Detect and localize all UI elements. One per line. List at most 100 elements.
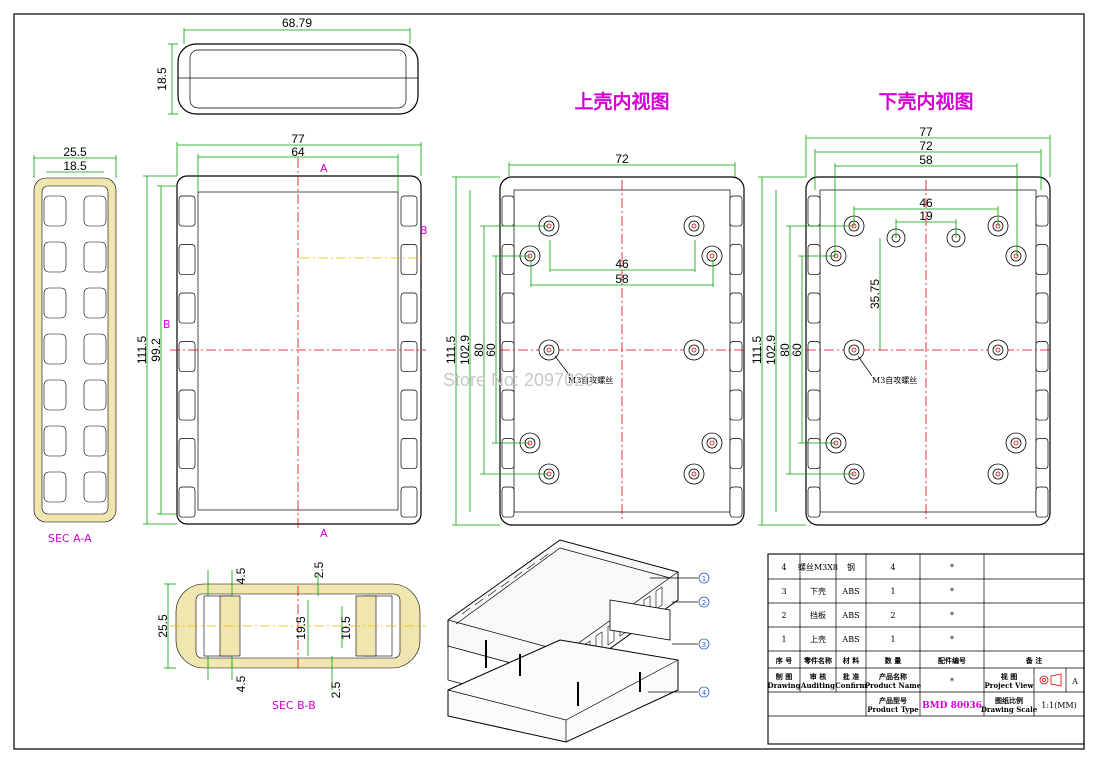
tb-view-cn: 视 图 [1001, 672, 1017, 681]
rib [501, 486, 515, 518]
lower-screw-note: M3自攻螺丝 [872, 375, 917, 385]
hdr-qty: 数 量 [885, 656, 901, 665]
upper-h1-label: 111.5 [444, 336, 458, 365]
section-boss [83, 333, 107, 365]
lower-d2-label: 19 [919, 209, 933, 223]
sec-aa-title: SEC A-A [48, 532, 92, 545]
balloon-4: 4 [698, 686, 710, 698]
lower-d3-label: 35.75 [868, 279, 882, 309]
cut-a-top: A [320, 162, 328, 175]
table-cell-qty: 4 [890, 563, 895, 572]
table-cell-qty: 2 [890, 611, 895, 620]
projection-symbol-icon [1039, 673, 1062, 687]
sec-aa-outer-label: 25.5 [63, 145, 87, 159]
tb-scale-en: Drawing Scale [981, 705, 1038, 714]
lower-h1-label: 111.5 [750, 336, 764, 365]
tb-ptype-en: Product Type [867, 705, 919, 714]
tb-pname-cn: 产品名称 [879, 672, 907, 681]
table-cell-no: 2 [781, 611, 786, 620]
rib [178, 389, 196, 421]
rib [807, 438, 821, 469]
svg-text:3: 3 [702, 641, 706, 649]
rib [501, 292, 515, 324]
upper-d1-label: 46 [615, 257, 629, 271]
cut-b-right: B [420, 224, 428, 237]
rib [178, 341, 196, 372]
lower-h4-label: 60 [790, 343, 804, 357]
rib [729, 292, 743, 324]
balloon-1: 1 [698, 572, 710, 584]
rib [501, 389, 515, 421]
rib [807, 244, 821, 275]
tb-ptype-cn: 产品型号 [879, 696, 907, 705]
tb-drawing-en: Drawing [768, 681, 801, 690]
rib [400, 195, 418, 227]
section-boss [83, 241, 107, 273]
tb-pname-en: Product Name [865, 681, 922, 690]
section-boss [83, 195, 107, 227]
table-cell-material: ABS [841, 587, 859, 596]
sec-bb-view: 25.5 4.5 2.5 19.5 10.5 4.5 2.5 SEC B-B [156, 561, 426, 712]
front-height-inner: 99.2 [149, 338, 163, 362]
front-height-outer: 111.5 [135, 336, 149, 365]
tb-drawing-cn: 制 图 [776, 672, 792, 681]
table-cell-code: * [950, 587, 954, 596]
rib [729, 341, 743, 372]
tb-view-en: Project View [985, 681, 1035, 690]
upper-screw-note: M3自攻螺丝 [568, 375, 613, 385]
table-cell-code: * [950, 611, 954, 620]
section-boss [83, 287, 107, 319]
rib [807, 341, 821, 372]
rib [1035, 341, 1049, 372]
rib [178, 486, 196, 518]
upper-h2-label: 102.9 [458, 335, 472, 365]
table-cell-material: ABS [841, 635, 859, 644]
top-view: 68.79 18.5 [155, 16, 419, 115]
table-cell-code: * [950, 635, 954, 644]
front-width-outer: 77 [291, 132, 305, 146]
front-view: 77 64 111.5 99.2 A A B B [135, 132, 428, 540]
exploded-view: 1 2 3 4 [447, 539, 710, 743]
top-width-label: 68.79 [282, 16, 312, 30]
table-cell-name: 螺丝M3X8 [798, 562, 838, 572]
hdr-code: 配件编号 [938, 656, 966, 665]
section-boss [43, 425, 67, 457]
lower-d1-label: 46 [919, 196, 933, 210]
rib [400, 341, 418, 372]
rib [1035, 195, 1049, 227]
upper-shell-title: 上壳内视图 [574, 90, 669, 113]
hdr-name: 零件名称 [803, 656, 832, 665]
sec-bb-height: 25.5 [156, 614, 170, 638]
svg-text:4: 4 [702, 689, 707, 697]
upper-d2-label: 58 [615, 272, 629, 286]
sec-bb-t5: 4.5 [234, 675, 248, 692]
lower-w3-label: 58 [919, 153, 933, 167]
lower-shell-title: 下壳内视图 [878, 90, 973, 113]
rib [729, 244, 743, 275]
rib [501, 244, 515, 275]
svg-text:1: 1 [702, 575, 706, 583]
rib [807, 389, 821, 421]
rib [178, 438, 196, 469]
svg-text:2: 2 [702, 599, 706, 607]
table-cell-material: 钢 [847, 562, 855, 572]
cut-a-bottom: A [320, 527, 328, 540]
tb-confirm-en: Confirm [835, 681, 867, 690]
table-cell-no: 4 [781, 563, 786, 572]
section-boss [83, 379, 107, 411]
rib [400, 292, 418, 324]
table-cell-no: 3 [781, 587, 786, 596]
table-cell-qty: 1 [890, 587, 895, 596]
rib [178, 292, 196, 324]
section-boss [43, 241, 67, 273]
iso-rib [655, 586, 663, 610]
tb-confirm-cn: 批 准 [843, 672, 859, 681]
sec-aa-view: 25.5 18.5 SEC A-A [33, 145, 117, 545]
sec-bb-t1: 4.5 [234, 567, 248, 584]
top-height-label: 18.5 [155, 67, 169, 91]
section-boss [43, 379, 67, 411]
lower-w1-label: 77 [919, 125, 933, 139]
tb-pname-val: * [950, 677, 954, 686]
